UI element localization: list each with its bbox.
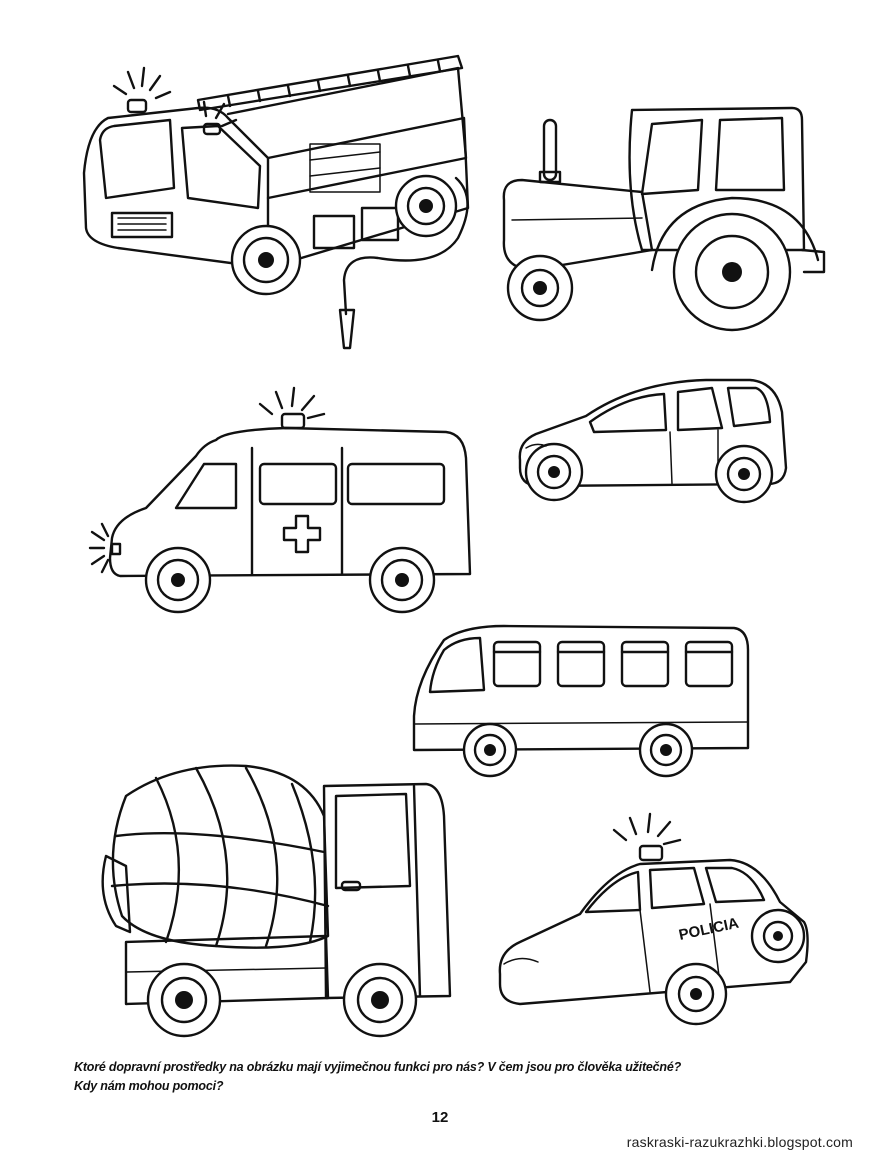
site-watermark: raskraski-razukrazhki.blogspot.com bbox=[626, 1134, 853, 1150]
minibus-drawing bbox=[412, 624, 750, 778]
question-line-1: Ktoré dopravní prostředky na obrázku maj… bbox=[74, 1060, 682, 1074]
page-number: 12 bbox=[431, 1109, 449, 1126]
tractor-drawing bbox=[502, 106, 826, 332]
ambulance-drawing bbox=[88, 386, 472, 614]
worksheet-question: Ktoré dopravní prostředky na obrázku maj… bbox=[74, 1058, 834, 1096]
question-line-2: Kdy nám mohou pomoci? bbox=[74, 1079, 224, 1093]
fire-truck-drawing bbox=[82, 54, 470, 350]
cement-mixer-drawing bbox=[101, 764, 452, 1038]
police-door-lettering: POLICIA bbox=[677, 915, 740, 944]
hatchback-car-drawing bbox=[518, 378, 788, 504]
police-car-drawing: POLICIA bbox=[498, 812, 809, 1026]
